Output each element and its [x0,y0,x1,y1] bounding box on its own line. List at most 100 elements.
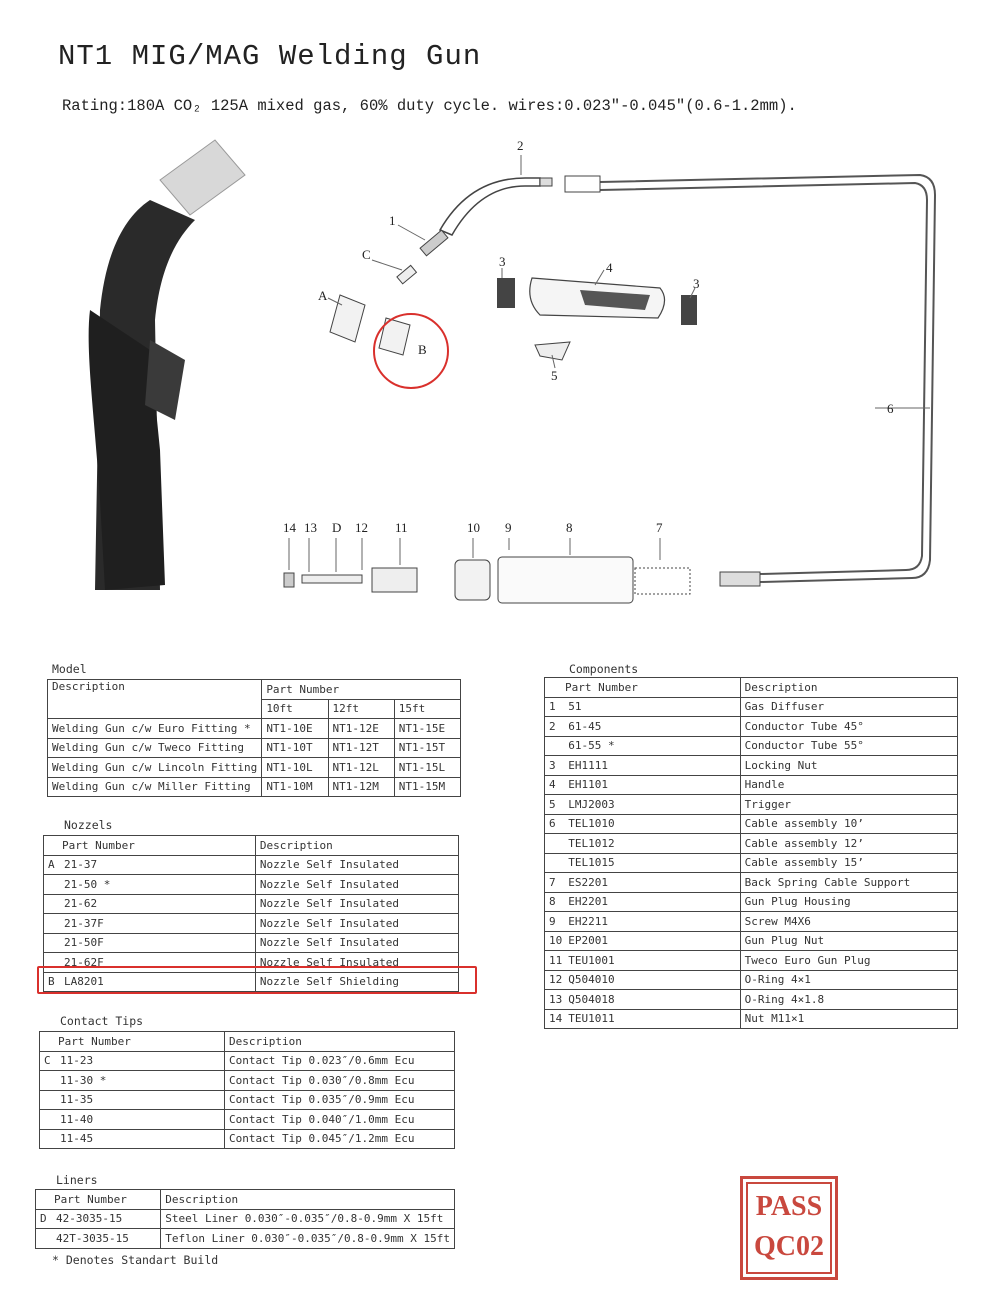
diagram-label-7: 7 [656,520,663,535]
welding-gun-illustration [88,139,246,590]
description: Steel Liner 0.030″-0.035″/0.8-0.9mm X 15… [160,1208,455,1229]
table-row: 21-50 *Nozzle Self Insulated [43,874,460,895]
model-cell: NT1-10T [261,737,329,758]
exploded-diagram [88,139,937,604]
part-number: LMJ2003 [564,794,741,815]
row-index: 9 [544,911,565,932]
description: Cable assembly 15’ [739,852,959,873]
tips-header-part-number: Part Number [38,1031,226,1052]
part-number: TEU1001 [564,950,741,971]
model-header-15ft: 15ft [393,698,462,719]
diagram-label-5: 5 [551,368,558,383]
model-table: Description Part Number 10ft 12ft 15ft W… [46,679,462,797]
liners-caption: Liners [56,1173,98,1187]
description: Tweco Euro Gun Plug [739,950,959,971]
diagram-label-3b: 3 [693,276,700,291]
description: Teflon Liner 0.030″-0.035″/0.8-0.9mm X 1… [160,1228,455,1249]
description: Contact Tip 0.023″/0.6mm Ecu [224,1050,455,1071]
row-index: B [43,971,60,992]
model-cell: NT1-15L [393,757,462,778]
highlight-box [37,966,477,994]
row-index [544,735,565,756]
contact-tips-caption: Contact Tips [60,1014,144,1028]
table-row: Welding Gun c/w Euro Fitting * NT1-10E N… [46,718,462,739]
row-index [39,1070,56,1091]
model-caption: Model [52,662,87,676]
part-number: 21-37 [60,854,256,875]
row-index [43,874,60,895]
diagram-label-a: A [318,288,328,303]
description: Gun Plug Housing [739,891,959,912]
description: Nozzle Self Insulated [254,874,460,895]
model-header-10ft: 10ft [261,698,329,719]
row-index: 3 [544,755,565,776]
description: Gun Plug Nut [739,930,959,951]
description: Nozzle Self Insulated [254,893,460,914]
description: Nozzle Self Insulated [254,913,460,934]
model-cell: Welding Gun c/w Miller Fitting [46,776,263,797]
description: Back Spring Cable Support [739,872,959,893]
part-number: 42-3035-15 [52,1208,162,1229]
part-number: 51 [564,696,741,717]
row-index: A [43,854,60,875]
part-number: 21-62 [60,893,256,914]
part-number: LA8201 [60,971,256,992]
model-header-part-number: Part Number [261,679,461,700]
row-index: 14 [544,1008,565,1029]
model-cell: Welding Gun c/w Euro Fitting * [46,718,263,739]
description: O-Ring 4×1 [739,969,959,990]
highlight-circle [373,313,449,389]
row-index: 12 [544,969,565,990]
part-number: EH1111 [564,755,741,776]
part-number: TEL1012 [564,833,741,854]
row-index [43,932,60,953]
tips-header-description: Description [224,1031,455,1052]
diagram-label-6: 6 [887,401,894,416]
part-number: 11-23 [56,1050,226,1071]
model-header-description: Description [46,679,263,719]
description: O-Ring 4×1.8 [739,989,959,1010]
table-row: 61-55 *Conductor Tube 55° [544,735,959,756]
model-cell: NT1-10M [261,776,329,797]
page-title: NT1 MIG/MAG Welding Gun [58,40,482,73]
description: Contact Tip 0.040″/1.0mm Ecu [224,1109,455,1130]
part-number: 21-50F [60,932,256,953]
table-row: Welding Gun c/w Lincoln Fitting NT1-10L … [46,757,462,778]
part-number: 42T-3035-15 [52,1228,162,1249]
nozzles-header-description: Description [254,835,460,856]
nozzles-caption: Nozzels [64,818,113,832]
part-number: EP2001 [564,930,741,951]
part-number: ES2201 [564,872,741,893]
description: Locking Nut [739,755,959,776]
diagram-label-4: 4 [606,260,613,275]
model-cell: NT1-12T [327,737,395,758]
description: Cable assembly 12’ [739,833,959,854]
row-index [43,893,60,914]
part-number: 11-35 [56,1089,226,1110]
row-index: 8 [544,891,565,912]
row-index: C [39,1050,56,1071]
part-number: Q504018 [564,989,741,1010]
row-index: 11 [544,950,565,971]
description: Screw M4X6 [739,911,959,932]
model-cell: NT1-15T [393,737,462,758]
part-number: Q504010 [564,969,741,990]
model-header-12ft: 12ft [327,698,395,719]
description: Gas Diffuser [739,696,959,717]
